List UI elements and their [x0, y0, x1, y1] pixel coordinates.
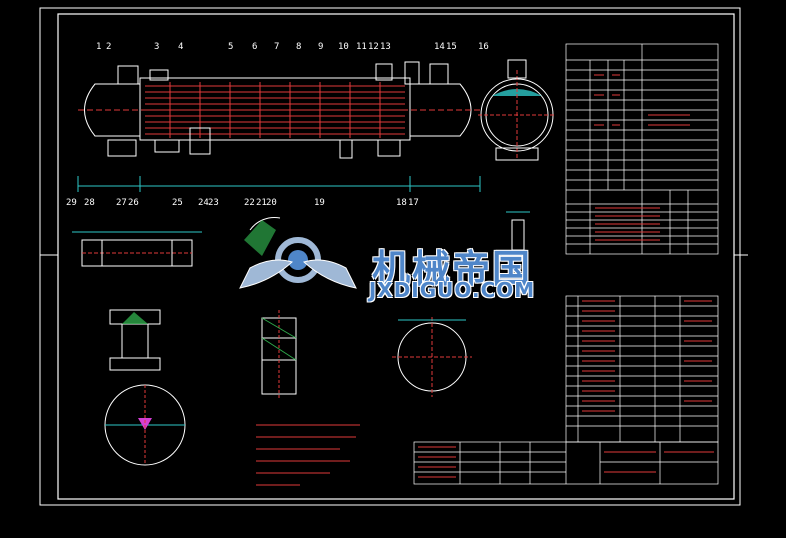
- detail-circle-weld: [104, 384, 186, 466]
- callout-24: 24: [198, 198, 209, 208]
- callout-29: 29: [66, 198, 77, 208]
- technical-notes: [256, 424, 360, 486]
- callout-16: 16: [478, 42, 489, 52]
- heat-exchanger-elevation: [77, 61, 481, 192]
- callout-18: 18: [396, 198, 407, 208]
- callout-6: 6: [252, 42, 258, 52]
- callout-13: 13: [380, 42, 391, 52]
- technical-characteristics-table: [565, 43, 719, 255]
- drawing-frame: [39, 7, 748, 506]
- callout-8: 8: [296, 42, 302, 52]
- detail-angle: [506, 211, 530, 251]
- callout-20: 20: [266, 198, 277, 208]
- callout-27: 27: [116, 198, 127, 208]
- callout-14: 14: [434, 42, 445, 52]
- callout-23: 23: [208, 198, 219, 208]
- callout-7: 7: [274, 42, 280, 52]
- bom-text-marks: [582, 300, 712, 412]
- callout-17: 17: [408, 198, 419, 208]
- watermark-gear-logo: [239, 237, 357, 289]
- callout-3: 3: [154, 42, 160, 52]
- callout-26: 26: [128, 198, 139, 208]
- table-text-marks: [594, 74, 690, 241]
- callout-22: 22: [244, 198, 255, 208]
- callout-9: 9: [318, 42, 324, 52]
- callout-1: 1: [96, 42, 102, 52]
- callout-21: 21: [256, 198, 267, 208]
- detail-plate-circle: [392, 317, 472, 397]
- callout-12: 12: [368, 42, 379, 52]
- detail-weld-section: [109, 309, 161, 371]
- end-view: [478, 59, 556, 161]
- callout-19: 19: [314, 198, 325, 208]
- title-block-marks: [418, 446, 714, 478]
- callout-28: 28: [84, 198, 95, 208]
- bill-of-materials: [565, 295, 719, 443]
- callout-2: 2: [106, 42, 112, 52]
- callout-11: 11: [356, 42, 367, 52]
- watermark-url: JXDIGUO.COM: [368, 278, 536, 302]
- callout-10: 10: [338, 42, 349, 52]
- detail-ring-section: [244, 217, 281, 256]
- callout-25: 25: [172, 198, 183, 208]
- detail-stepped-flange: [261, 310, 297, 400]
- detail-support-plate: [72, 231, 202, 267]
- watermark-title: 机械帝国: [371, 247, 532, 291]
- callout-15: 15: [446, 42, 457, 52]
- callout-5: 5: [228, 42, 234, 52]
- title-block: [413, 441, 719, 485]
- callout-4: 4: [178, 42, 184, 52]
